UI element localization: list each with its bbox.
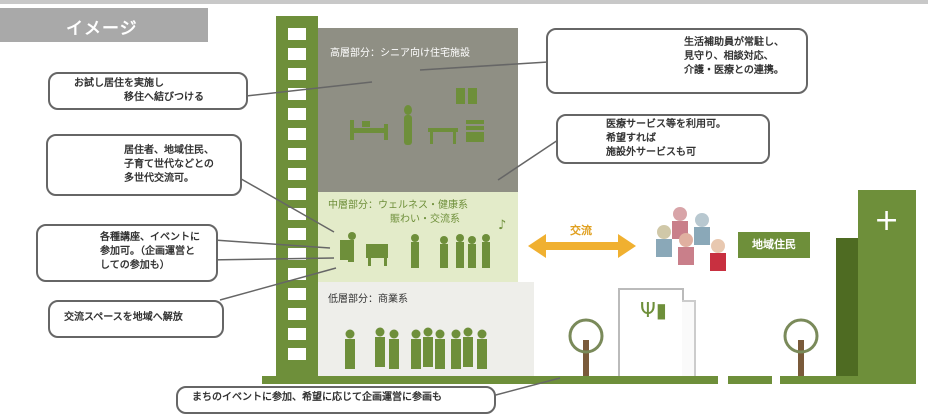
stair-window (288, 48, 306, 60)
stair-window (288, 68, 306, 80)
callout-line: 医療サービス等を利用可。 (606, 119, 726, 130)
exchange-label: 交流 (570, 224, 592, 237)
mid-floor-label: 中層部分：ウェルネス・健康系 (328, 200, 468, 211)
callout-line: 施設外サービスも可 (606, 147, 696, 158)
tree-icon (568, 318, 819, 376)
cross-icon: + (874, 203, 900, 238)
callout-line: 居住者、地域住民、 (124, 145, 214, 156)
stair-window (288, 348, 306, 360)
title-tab: イメージ (0, 8, 208, 42)
callout-line: まちのイベントに参加、希望に応じて企画運営に参画も (192, 392, 442, 403)
top-rule (0, 0, 928, 4)
high-floor-label: 高層部分：シニア向け住宅施設 (330, 48, 470, 59)
stair-window (288, 128, 306, 140)
music-note-icon: ♪ (498, 218, 507, 233)
callout-line: 子育て世代などとの (124, 159, 214, 170)
high-floor-block (318, 28, 518, 192)
low-floor-label: 低層部分：商業系 (328, 294, 408, 305)
hospital-wing (836, 238, 860, 378)
community-label: 地域住民 (738, 232, 810, 258)
callout-line: お試し居住を実施し (74, 78, 164, 89)
callout-support: 生活補助員が常駐し、 見守り、相談対応、 介護・医療との連携。 (546, 28, 808, 94)
stair-window (288, 248, 306, 260)
stair-window (288, 168, 306, 180)
callout-line: しての参加も） (100, 260, 170, 271)
stair-window (288, 208, 306, 220)
stair-window (288, 228, 306, 240)
callout-line: 参加可。（企画運営と (100, 246, 195, 257)
callout-events: 各種講座、イベントに 参加可。（企画運営と しての参加も） (36, 224, 218, 282)
fork-knife-icon: Ψ▮ (640, 298, 667, 322)
stair-tower (276, 16, 318, 376)
stair-window (288, 148, 306, 160)
callout-line: 希望すれば (606, 133, 656, 144)
callout-line: 交流スペースを地域へ解放 (64, 312, 183, 323)
callout-multigen: 居住者、地域住民、 子育て世代などとの 多世代交流可。 (46, 134, 242, 196)
callout-space: 交流スペースを地域へ解放 (48, 300, 224, 338)
ground-line (262, 376, 718, 384)
callout-line: 多世代交流可。 (124, 173, 194, 184)
callout-line: 介護・医療との連携。 (684, 65, 784, 76)
tab-title: イメージ (66, 19, 138, 39)
ground-segment (728, 376, 772, 384)
callout-line: 各種講座、イベントに (100, 232, 200, 243)
mid-floor-sublabel: 賑わい・交流系 (390, 214, 460, 225)
callout-medical: 医療サービス等を利用可。 希望すれば 施設外サービスも可 (556, 114, 770, 164)
stair-window (288, 288, 306, 300)
hospital-building: + (858, 190, 916, 378)
callout-town: まちのイベントに参加、希望に応じて企画運営に参画も (176, 386, 496, 414)
stair-window (288, 188, 306, 200)
callout-line: 見守り、相談対応、 (684, 51, 774, 62)
callout-trial: お試し居住を実施し 移住へ結びつける (48, 72, 248, 110)
ground-segment (780, 376, 916, 384)
callout-line: 移住へ結びつける (124, 92, 204, 103)
stair-window (288, 328, 306, 340)
stair-window (288, 28, 306, 40)
stair-window (288, 108, 306, 120)
callout-line: 生活補助員が常駐し、 (684, 37, 784, 48)
stair-window (288, 308, 306, 320)
